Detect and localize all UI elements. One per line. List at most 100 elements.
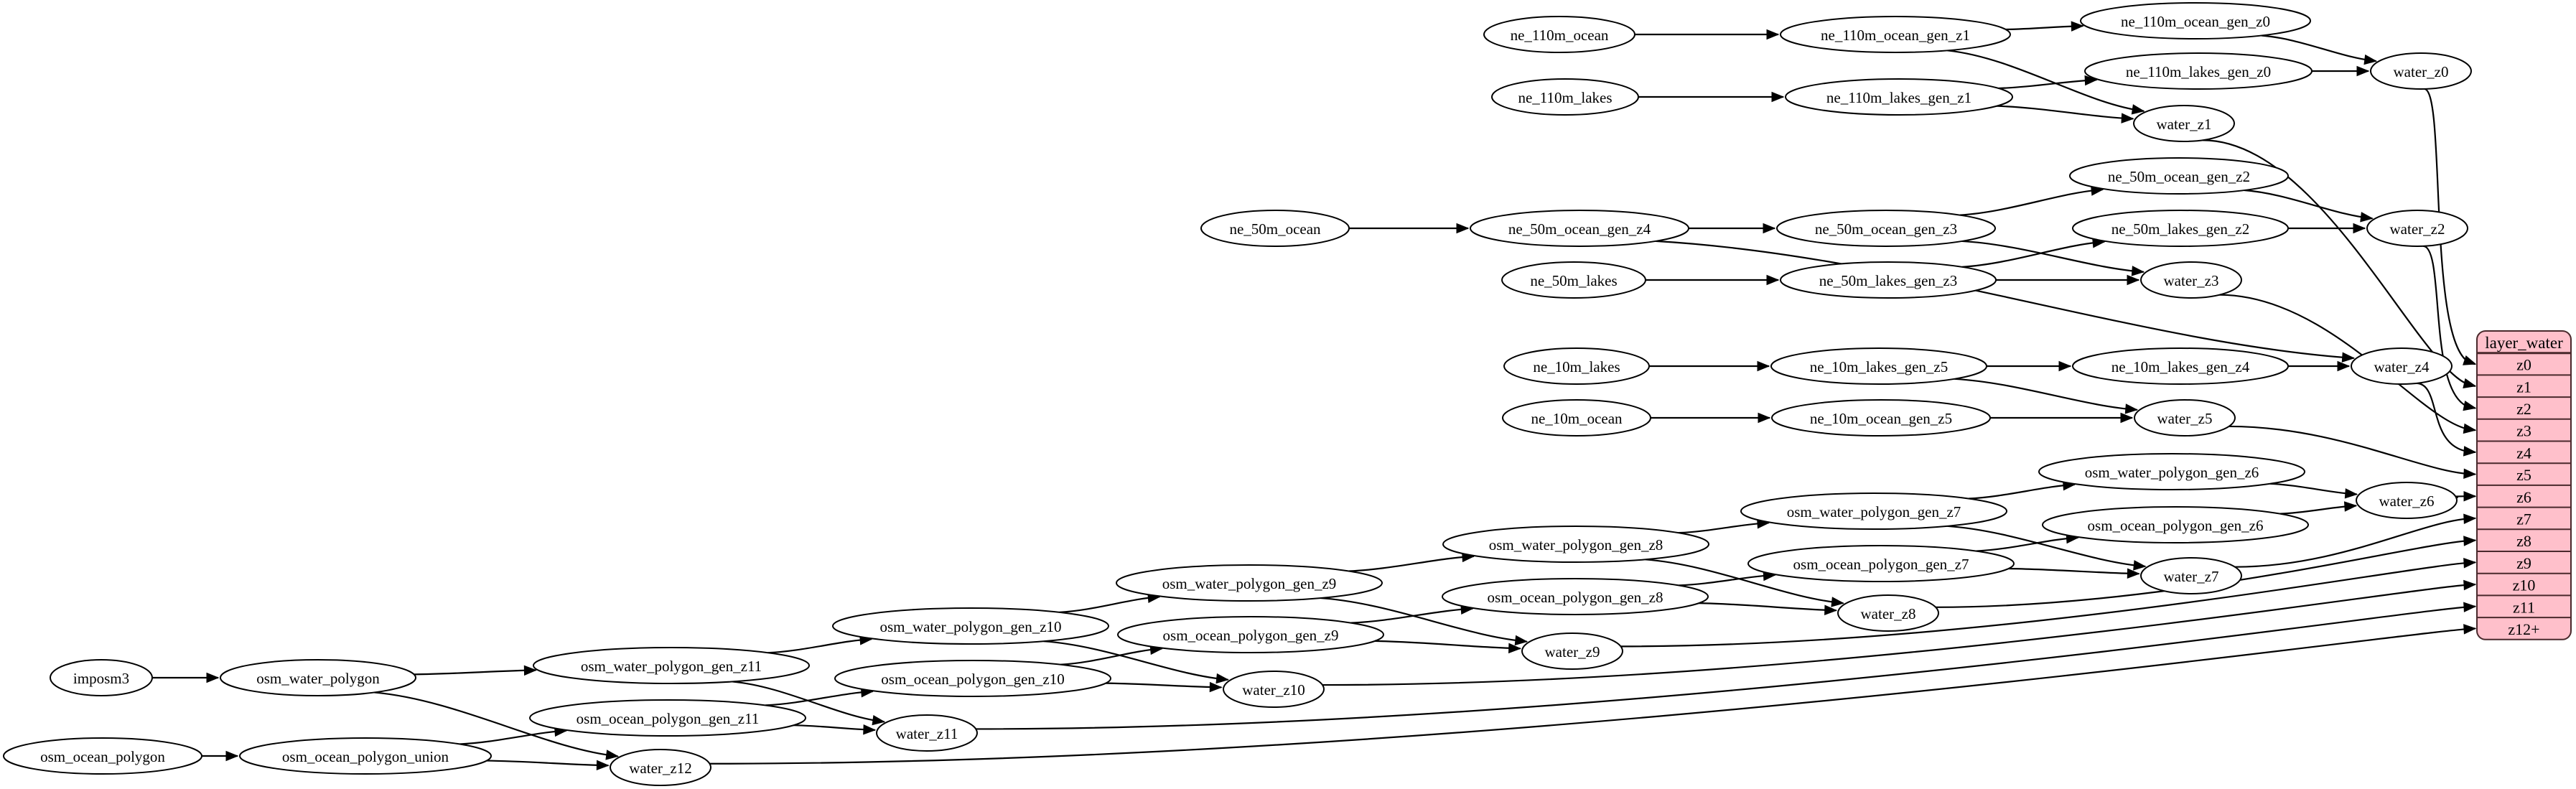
table-row-z3[interactable]: z3 — [2516, 422, 2531, 440]
edge-arrowhead — [2133, 560, 2147, 571]
node-osm_ocean_polygon_gen_z6[interactable]: osm_ocean_polygon_gen_z6 — [2042, 506, 2309, 543]
node-water_z1[interactable]: water_z1 — [2133, 105, 2235, 142]
node-ne_10m_ocean[interactable]: ne_10m_ocean — [1502, 399, 1651, 436]
node-ne_110m_lakes_gen_z1[interactable]: ne_110m_lakes_gen_z1 — [1785, 78, 2013, 116]
node-shape — [2356, 482, 2458, 519]
node-imposm3[interactable]: imposm3 — [50, 659, 153, 696]
edge-arrowhead — [1757, 360, 1770, 372]
node-ne_110m_ocean[interactable]: ne_110m_ocean — [1483, 16, 1635, 53]
table-row-z11[interactable]: z11 — [2513, 598, 2535, 616]
edge-arrowhead — [2463, 423, 2477, 434]
node-osm_water_polygon[interactable]: osm_water_polygon — [220, 659, 416, 696]
node-shape — [1780, 16, 2011, 53]
edge-arrowhead — [2353, 223, 2366, 234]
edge-arrowhead — [1215, 673, 1229, 684]
edge-ne_110m_ocean_gen_z1-to-water_z1 — [1947, 50, 2145, 112]
node-label: water_z10 — [1242, 681, 1305, 699]
node-shape — [1483, 16, 1635, 53]
node-osm_water_polygon_gen_z8[interactable]: osm_water_polygon_gen_z8 — [1442, 526, 1709, 563]
table-row-z5[interactable]: z5 — [2516, 466, 2531, 484]
edge-water_z10-to-layer_water-z10 — [1322, 583, 2476, 686]
node-water_z2[interactable]: water_z2 — [2366, 210, 2468, 247]
table-row-z7[interactable]: z7 — [2516, 510, 2531, 528]
edge-arrowhead — [1209, 681, 1223, 693]
edge-arrowhead — [2120, 412, 2134, 424]
node-shape — [1776, 210, 1996, 247]
node-osm_water_polygon_gen_z7[interactable]: osm_water_polygon_gen_z7 — [1740, 492, 2007, 530]
table-row-z1[interactable]: z1 — [2516, 378, 2531, 396]
table-row-z4[interactable]: z4 — [2516, 444, 2531, 462]
node-ne_10m_lakes[interactable]: ne_10m_lakes — [1503, 347, 1650, 385]
node-ne_50m_ocean[interactable]: ne_50m_ocean — [1200, 210, 1350, 247]
node-ne_10m_lakes_gen_z5[interactable]: ne_10m_lakes_gen_z5 — [1770, 347, 1987, 385]
edge-ne_50m_ocean_gen_z3-to-ne_50m_ocean_gen_z2 — [1959, 188, 2104, 216]
node-ne_110m_lakes[interactable]: ne_110m_lakes — [1491, 78, 1639, 116]
node-osm_water_polygon_gen_z10[interactable]: osm_water_polygon_gen_z10 — [832, 607, 1109, 645]
node-ne_10m_ocean_gen_z5[interactable]: ne_10m_ocean_gen_z5 — [1771, 399, 1991, 436]
node-osm_ocean_polygon_gen_z10[interactable]: osm_ocean_polygon_gen_z10 — [834, 660, 1111, 697]
node-osm_ocean_polygon_union[interactable]: osm_ocean_polygon_union — [239, 737, 492, 775]
node-label: osm_ocean_polygon_union — [282, 748, 449, 765]
node-osm_water_polygon_gen_z6[interactable]: osm_water_polygon_gen_z6 — [2038, 453, 2305, 490]
edge-osm_ocean_polygon_gen_z9-to-water_z9 — [1374, 640, 1521, 650]
edge-arrowhead — [2360, 212, 2374, 223]
node-ne_50m_lakes_gen_z3[interactable]: ne_50m_lakes_gen_z3 — [1780, 261, 1997, 299]
node-label: imposm3 — [73, 670, 129, 687]
node-osm_water_polygon_gen_z11[interactable]: osm_water_polygon_gen_z11 — [533, 647, 810, 684]
edge-osm_ocean_polygon_gen_z8-to-water_z8 — [1699, 602, 1837, 612]
edge-arrowhead — [2463, 558, 2477, 569]
edge-arrowhead — [2337, 360, 2351, 372]
node-shape — [220, 659, 416, 696]
edge-arrowhead — [2463, 602, 2477, 612]
node-osm_ocean_polygon_gen_z8[interactable]: osm_ocean_polygon_gen_z8 — [1442, 578, 1709, 615]
table-row-z9[interactable]: z9 — [2516, 554, 2531, 572]
node-water_z11[interactable]: water_z11 — [876, 714, 978, 752]
node-osm_ocean_polygon_gen_z9[interactable]: osm_ocean_polygon_gen_z9 — [1117, 616, 1384, 653]
table-row-z2[interactable]: z2 — [2516, 400, 2531, 418]
node-shape — [832, 607, 1109, 645]
node-water_z8[interactable]: water_z8 — [1837, 594, 1939, 632]
edge-arrowhead — [206, 672, 220, 683]
node-water_z0[interactable]: water_z0 — [2370, 52, 2472, 90]
node-ne_50m_ocean_gen_z4[interactable]: ne_50m_ocean_gen_z4 — [1470, 210, 1689, 247]
node-label: water_z8 — [1861, 605, 1916, 622]
node-osm_ocean_polygon_gen_z7[interactable]: osm_ocean_polygon_gen_z7 — [1747, 545, 2015, 582]
node-ne_110m_lakes_gen_z0[interactable]: ne_110m_lakes_gen_z0 — [2084, 52, 2313, 90]
node-label: osm_ocean_polygon_gen_z8 — [1488, 589, 1663, 606]
node-osm_ocean_polygon[interactable]: osm_ocean_polygon — [3, 737, 202, 775]
table-row-z6[interactable]: z6 — [2516, 488, 2531, 506]
node-shape — [1503, 347, 1650, 385]
table-row-z0[interactable]: z0 — [2516, 356, 2531, 374]
table-row-z8[interactable]: z8 — [2516, 532, 2531, 550]
node-label: osm_ocean_polygon_gen_z6 — [2088, 517, 2264, 534]
node-water_z5[interactable]: water_z5 — [2134, 399, 2236, 436]
node-water_z4[interactable]: water_z4 — [2351, 347, 2453, 385]
edge-osm_water_polygon_gen_z7-to-osm_water_polygon_gen_z6 — [1969, 483, 2075, 500]
edge-osm_water_polygon_gen_z7-to-water_z7 — [1947, 525, 2146, 568]
node-ne_110m_ocean_gen_z0[interactable]: ne_110m_ocean_gen_z0 — [2080, 2, 2311, 39]
node-water_z7[interactable]: water_z7 — [2140, 557, 2242, 594]
node-water_z6[interactable]: water_z6 — [2356, 482, 2458, 519]
table-row-z10[interactable]: z10 — [2513, 576, 2536, 594]
node-ne_50m_ocean_gen_z2[interactable]: ne_50m_ocean_gen_z2 — [2069, 157, 2289, 195]
table-row-z12plus[interactable]: z12+ — [2508, 620, 2539, 638]
node-shape — [2072, 347, 2289, 385]
edge-osm_water_polygon-to-water_z12 — [374, 691, 618, 757]
node-ne_50m_lakes_gen_z2[interactable]: ne_50m_lakes_gen_z2 — [2072, 210, 2289, 247]
node-water_z10[interactable]: water_z10 — [1223, 671, 1325, 708]
node-ne_110m_ocean_gen_z1[interactable]: ne_110m_ocean_gen_z1 — [1780, 16, 2011, 53]
node-water_z12[interactable]: water_z12 — [610, 749, 711, 786]
node-label: water_z6 — [2379, 492, 2435, 510]
node-shape — [2042, 506, 2309, 543]
node-label: osm_water_polygon_gen_z8 — [1489, 536, 1663, 554]
node-ne_10m_lakes_gen_z4[interactable]: ne_10m_lakes_gen_z4 — [2072, 347, 2289, 385]
edge-osm_ocean_polygon_gen_z11-to-water_z11 — [793, 724, 875, 731]
node-ne_50m_ocean_gen_z3[interactable]: ne_50m_ocean_gen_z3 — [1776, 210, 1996, 247]
node-water_z3[interactable]: water_z3 — [2140, 261, 2242, 299]
node-ne_50m_lakes[interactable]: ne_50m_lakes — [1501, 261, 1646, 299]
node-shape — [1740, 492, 2007, 530]
node-water_z9[interactable]: water_z9 — [1521, 632, 1623, 670]
node-osm_ocean_polygon_gen_z11[interactable]: osm_ocean_polygon_gen_z11 — [529, 699, 806, 737]
node-label: osm_water_polygon_gen_z7 — [1787, 503, 1961, 520]
node-osm_water_polygon_gen_z9[interactable]: osm_water_polygon_gen_z9 — [1116, 564, 1383, 602]
